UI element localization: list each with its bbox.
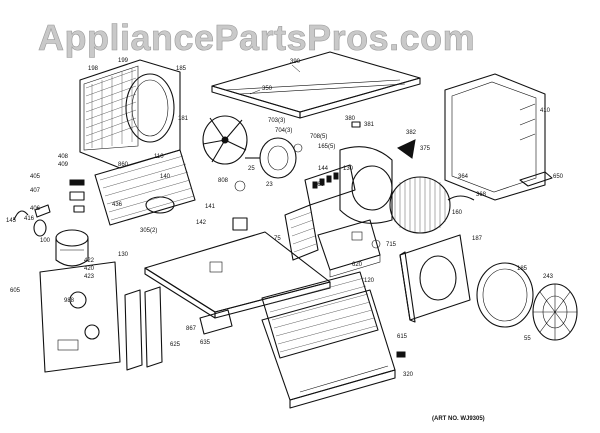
small-fittings	[13, 179, 85, 237]
part-label-185-bottom: 185	[517, 266, 528, 272]
blower-wheel	[339, 146, 451, 234]
part-label-390: 390	[290, 59, 301, 65]
part-label-704: 704(3)	[275, 128, 292, 134]
top-cover	[211, 51, 421, 119]
part-label-650: 650	[553, 174, 564, 180]
part-label-988: 988	[64, 298, 75, 304]
part-label-423: 423	[84, 274, 95, 280]
electrical-box	[317, 219, 381, 278]
heater-element	[284, 204, 319, 261]
part-label-75: 75	[274, 236, 281, 242]
part-label-120: 120	[364, 278, 375, 284]
part-label-860: 860	[118, 162, 129, 168]
part-label-382: 382	[406, 130, 417, 136]
fan-guard	[532, 283, 578, 341]
part-label-130-top: 130	[343, 166, 354, 172]
part-label-416: 416	[24, 216, 35, 222]
part-label-55: 55	[524, 336, 531, 342]
part-label-625: 625	[170, 342, 181, 348]
control-box	[304, 164, 356, 206]
watermark-text: AppliancePartsPros.com	[38, 17, 475, 58]
part-label-368: 368	[476, 192, 487, 198]
part-label-605: 605	[10, 288, 21, 294]
part-label-130-bottom: 130	[118, 252, 129, 258]
side-panel	[444, 73, 553, 201]
part-label-406: 406	[30, 206, 41, 212]
part-label-198: 198	[88, 66, 99, 72]
condenser-fan-blade	[202, 115, 248, 165]
part-label-185-top: 185	[176, 66, 187, 72]
part-label-145: 145	[6, 218, 17, 224]
part-label-165: 165(5)	[318, 144, 335, 150]
fan-shroud-ring	[476, 262, 534, 328]
art-number: (ART NO. WJ9305)	[432, 416, 485, 422]
part-label-110: 110	[154, 154, 164, 160]
part-label-405: 405	[30, 174, 41, 180]
part-label-375: 375	[420, 146, 431, 152]
condenser-coil	[261, 271, 379, 359]
part-label-25: 25	[248, 166, 255, 172]
part-label-407: 407	[30, 188, 41, 194]
part-label-144: 144	[318, 166, 329, 172]
part-label-243: 243	[543, 274, 554, 280]
part-label-808: 808	[218, 178, 229, 184]
part-label-408: 408	[58, 154, 69, 160]
bracket	[199, 309, 233, 335]
part-label-320: 320	[403, 372, 414, 378]
part-label-181: 181	[178, 116, 189, 122]
part-label-381: 381	[364, 122, 375, 128]
control-panel	[39, 261, 121, 373]
compressor	[55, 229, 89, 267]
part-label-23: 23	[266, 182, 273, 188]
part-label-703: 703(3)	[268, 118, 285, 124]
part-label-140: 140	[160, 174, 171, 180]
part-label-305: 305(2)	[140, 228, 157, 234]
part-label-410: 410	[540, 108, 551, 114]
part-label-420: 420	[84, 266, 95, 272]
part-labels: 390 198 199 185 350 410 181 703(3) 704(3…	[6, 58, 564, 378]
part-label-409: 409	[58, 162, 69, 168]
part-label-160: 160	[452, 210, 463, 216]
part-label-436: 436	[112, 202, 123, 208]
part-label-187: 187	[472, 236, 483, 242]
part-label-380: 380	[345, 116, 356, 122]
evaporator-coil	[94, 149, 196, 226]
part-label-142: 142	[196, 220, 207, 226]
part-label-350: 350	[262, 86, 273, 92]
fan-motor	[245, 137, 303, 179]
part-label-100: 100	[40, 238, 51, 244]
part-label-360: 360	[314, 182, 325, 188]
drain-pan	[261, 289, 396, 409]
part-label-867: 867	[186, 326, 197, 332]
part-label-715: 715	[386, 242, 397, 248]
part-label-364: 364	[458, 174, 469, 180]
part-label-141: 141	[205, 204, 216, 210]
bulkhead-shroud	[399, 234, 471, 323]
part-label-708: 708(5)	[310, 134, 327, 140]
part-label-422: 422	[84, 258, 95, 264]
part-label-199: 199	[118, 58, 129, 64]
part-label-635: 635	[200, 340, 211, 346]
part-label-615: 615	[397, 334, 408, 340]
front-grille-frame	[79, 59, 181, 169]
base-pan	[144, 231, 331, 319]
misc-small-parts	[232, 121, 475, 358]
part-label-620: 620	[352, 262, 363, 268]
side-brackets	[124, 286, 163, 371]
